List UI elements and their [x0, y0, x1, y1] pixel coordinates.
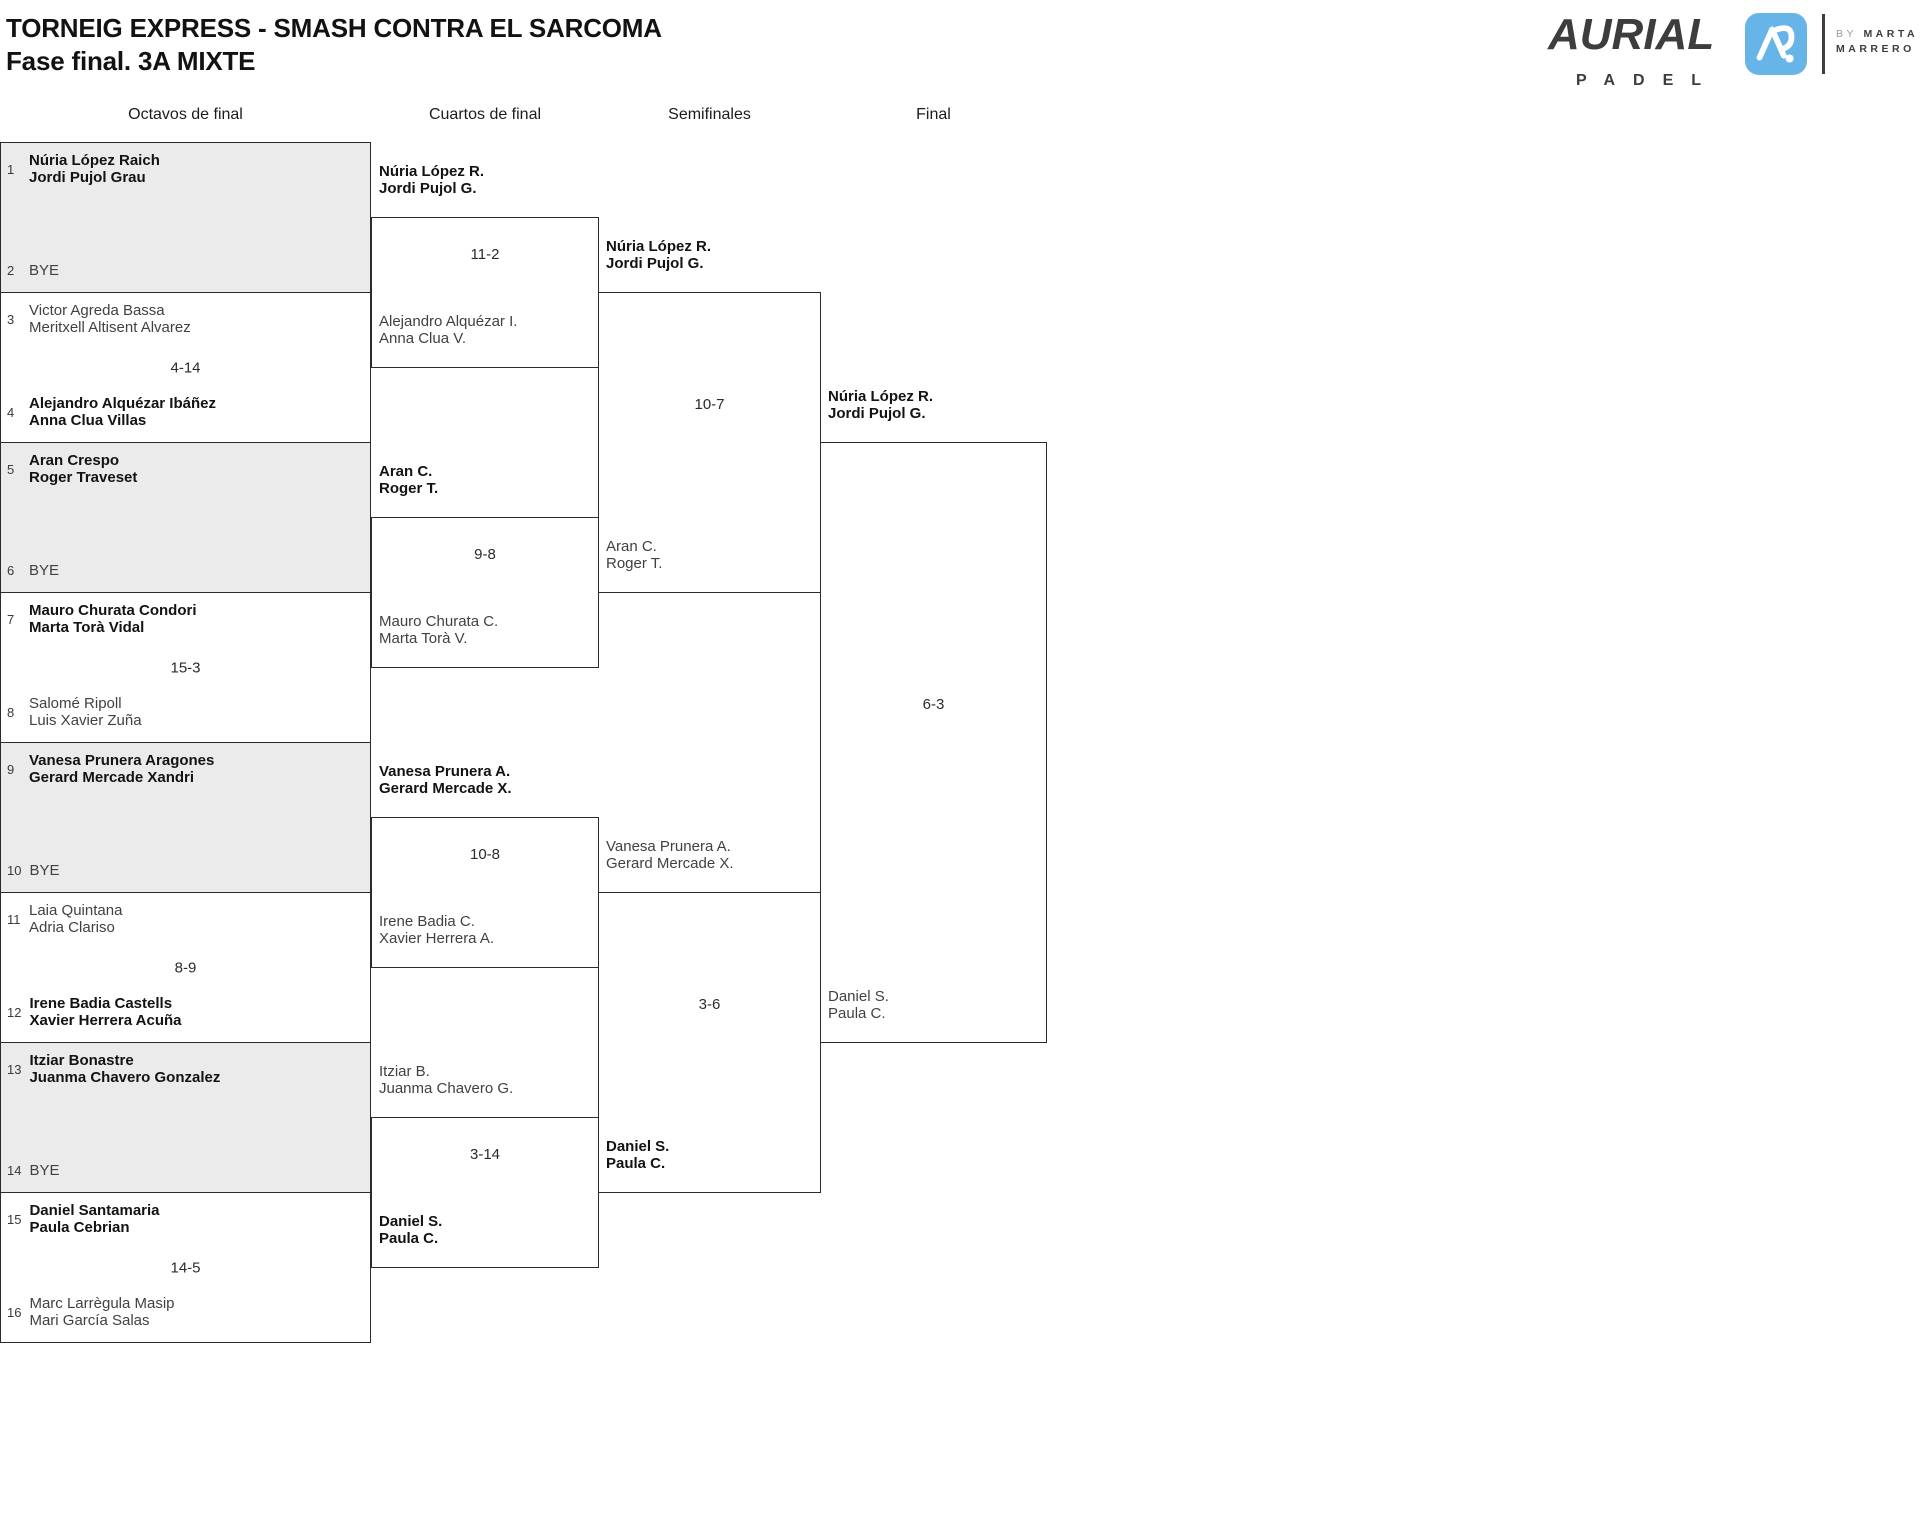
round-header-cuartos: Cuartos de final	[428, 106, 542, 123]
sf1-score: 10-7	[694, 396, 725, 413]
sf2-entrant-1: Vanesa Prunera A.Gerard Mercade X.	[606, 838, 734, 872]
team-entry: 2 BYE	[7, 262, 364, 279]
seed-number: 11	[7, 911, 21, 927]
team-names: BYE	[29, 262, 60, 279]
team-entry: 10 BYE	[7, 862, 364, 879]
match-score: 8-9	[174, 959, 197, 976]
seed-number: 10	[7, 863, 22, 878]
page-title: TORNEIG EXPRESS - SMASH CONTRA EL SARCOM…	[6, 12, 662, 78]
seed-number: 14	[7, 1163, 22, 1178]
qf2-entrant-1: Aran C.Roger T.	[379, 463, 439, 497]
seed-number: 12	[7, 1004, 22, 1020]
seed-number: 7	[7, 611, 15, 627]
final-entrant-2: Daniel S.Paula C.	[828, 988, 889, 1022]
logo-sub-text: PADEL	[1576, 72, 1720, 89]
final-score: 6-3	[922, 696, 945, 713]
phase-subtitle: Fase final. 3A MIXTE	[6, 46, 256, 76]
seed-number: 9	[7, 761, 15, 777]
seed-number: 8	[7, 704, 15, 720]
team-names: BYE	[29, 1162, 60, 1179]
logo-brand-text: AURIAL	[1548, 10, 1715, 59]
sf1-entrant-1: Núria López R.Jordi Pujol G.	[606, 238, 712, 272]
match-score: 4-14	[170, 359, 201, 376]
aurial-app-icon	[1745, 13, 1807, 75]
qf4-entrant-1: Itziar B.Juanma Chavero G.	[379, 1063, 514, 1097]
logo-byline: BY MARTA MARRERO	[1836, 27, 1918, 57]
seed-number: 1	[7, 161, 15, 177]
qf3-score: 10-8	[469, 846, 501, 863]
match-score: 14-5	[170, 1259, 201, 1276]
seed-number: 3	[7, 311, 15, 327]
sf2-score: 3-6	[698, 996, 721, 1013]
qf2-score: 9-8	[474, 546, 496, 563]
sf2-entrant-2: Daniel S.Paula C.	[606, 1138, 670, 1172]
seed-number: 6	[7, 563, 15, 578]
qf4-entrant-2: Daniel S.Paula C.	[379, 1213, 443, 1247]
round-header-semifinales: Semifinales	[668, 106, 751, 123]
seed-number: 15	[7, 1211, 22, 1227]
qf2-entrant-2: Mauro Churata C.Marta Torà V.	[379, 613, 499, 647]
match-score: 15-3	[170, 659, 201, 676]
qf1-entrant-1: Núria López R.Jordi Pujol G.	[379, 163, 485, 197]
team-entry: 14 BYE	[7, 1162, 364, 1179]
round-header-final: Final	[916, 106, 951, 123]
team-names: BYE	[29, 862, 60, 879]
qf4-score: 3-14	[469, 1146, 501, 1163]
byline-by: BY	[1836, 28, 1858, 40]
final-match-box	[820, 442, 1047, 1043]
round-header-octavos: Octavos de final	[128, 106, 243, 123]
seed-number: 13	[7, 1061, 22, 1077]
aurial-monogram-icon	[1756, 25, 1795, 63]
byline-marrero: MARRERO	[1836, 43, 1915, 55]
seed-number: 2	[7, 263, 15, 278]
qf1-score: 11-2	[470, 246, 500, 263]
seed-number: 5	[7, 461, 15, 477]
seed-number: 16	[7, 1304, 22, 1320]
qf3-entrant-1: Vanesa Prunera A.Gerard Mercade X.	[379, 763, 512, 797]
team-names: BYE	[29, 562, 60, 579]
sf1-entrant-2: Aran C.Roger T.	[606, 538, 663, 572]
qf1-entrant-2: Alejandro Alquézar I.Anna Clua V.	[379, 313, 518, 347]
seed-number: 4	[7, 404, 15, 420]
final-entrant-1: Núria López R.Jordi Pujol G.	[828, 388, 934, 422]
team-entry: 6 BYE	[7, 562, 364, 579]
byline-marta: MARTA	[1863, 28, 1919, 40]
logo-divider	[1822, 14, 1825, 74]
tournament-title: TORNEIG EXPRESS - SMASH CONTRA EL SARCOM…	[6, 13, 662, 43]
qf3-entrant-2: Irene Badia C.Xavier Herrera A.	[379, 913, 495, 947]
